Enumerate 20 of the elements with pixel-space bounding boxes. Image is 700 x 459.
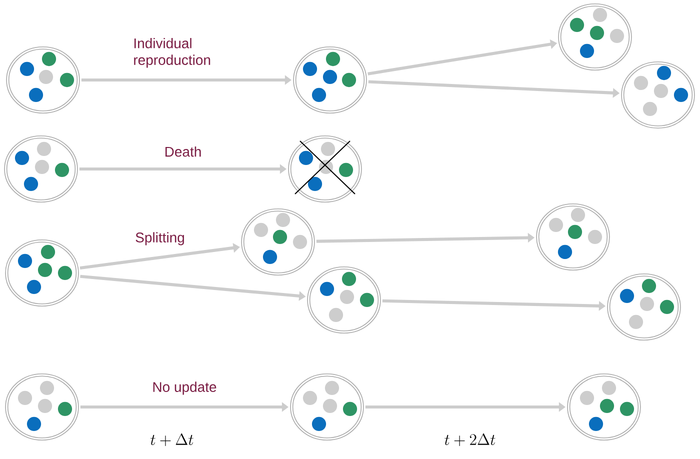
cell-drawing	[607, 273, 681, 341]
cell-drawing	[6, 46, 80, 114]
cell-drawing	[5, 373, 79, 441]
edge-label: Death	[165, 146, 201, 157]
cell-drawing	[307, 266, 381, 334]
edge-label: Splitting	[136, 232, 184, 246]
cell-drawing	[241, 208, 315, 276]
cell-drawing	[4, 135, 78, 203]
cell-drawing	[293, 46, 367, 114]
time-label: $t + \Delta t$	[150, 433, 194, 446]
cell-drawing	[558, 3, 632, 71]
edge-label: No update	[153, 382, 216, 395]
cell-drawing	[536, 203, 610, 271]
edge-label: Individual reproduction	[134, 38, 210, 68]
cell-drawing	[288, 135, 362, 203]
cell-drawing	[5, 239, 79, 307]
cell-drawing	[567, 373, 641, 441]
cell-drawing	[290, 373, 364, 441]
cell-drawing	[621, 61, 695, 129]
time-label: $t + 2\Delta t$	[444, 433, 496, 446]
